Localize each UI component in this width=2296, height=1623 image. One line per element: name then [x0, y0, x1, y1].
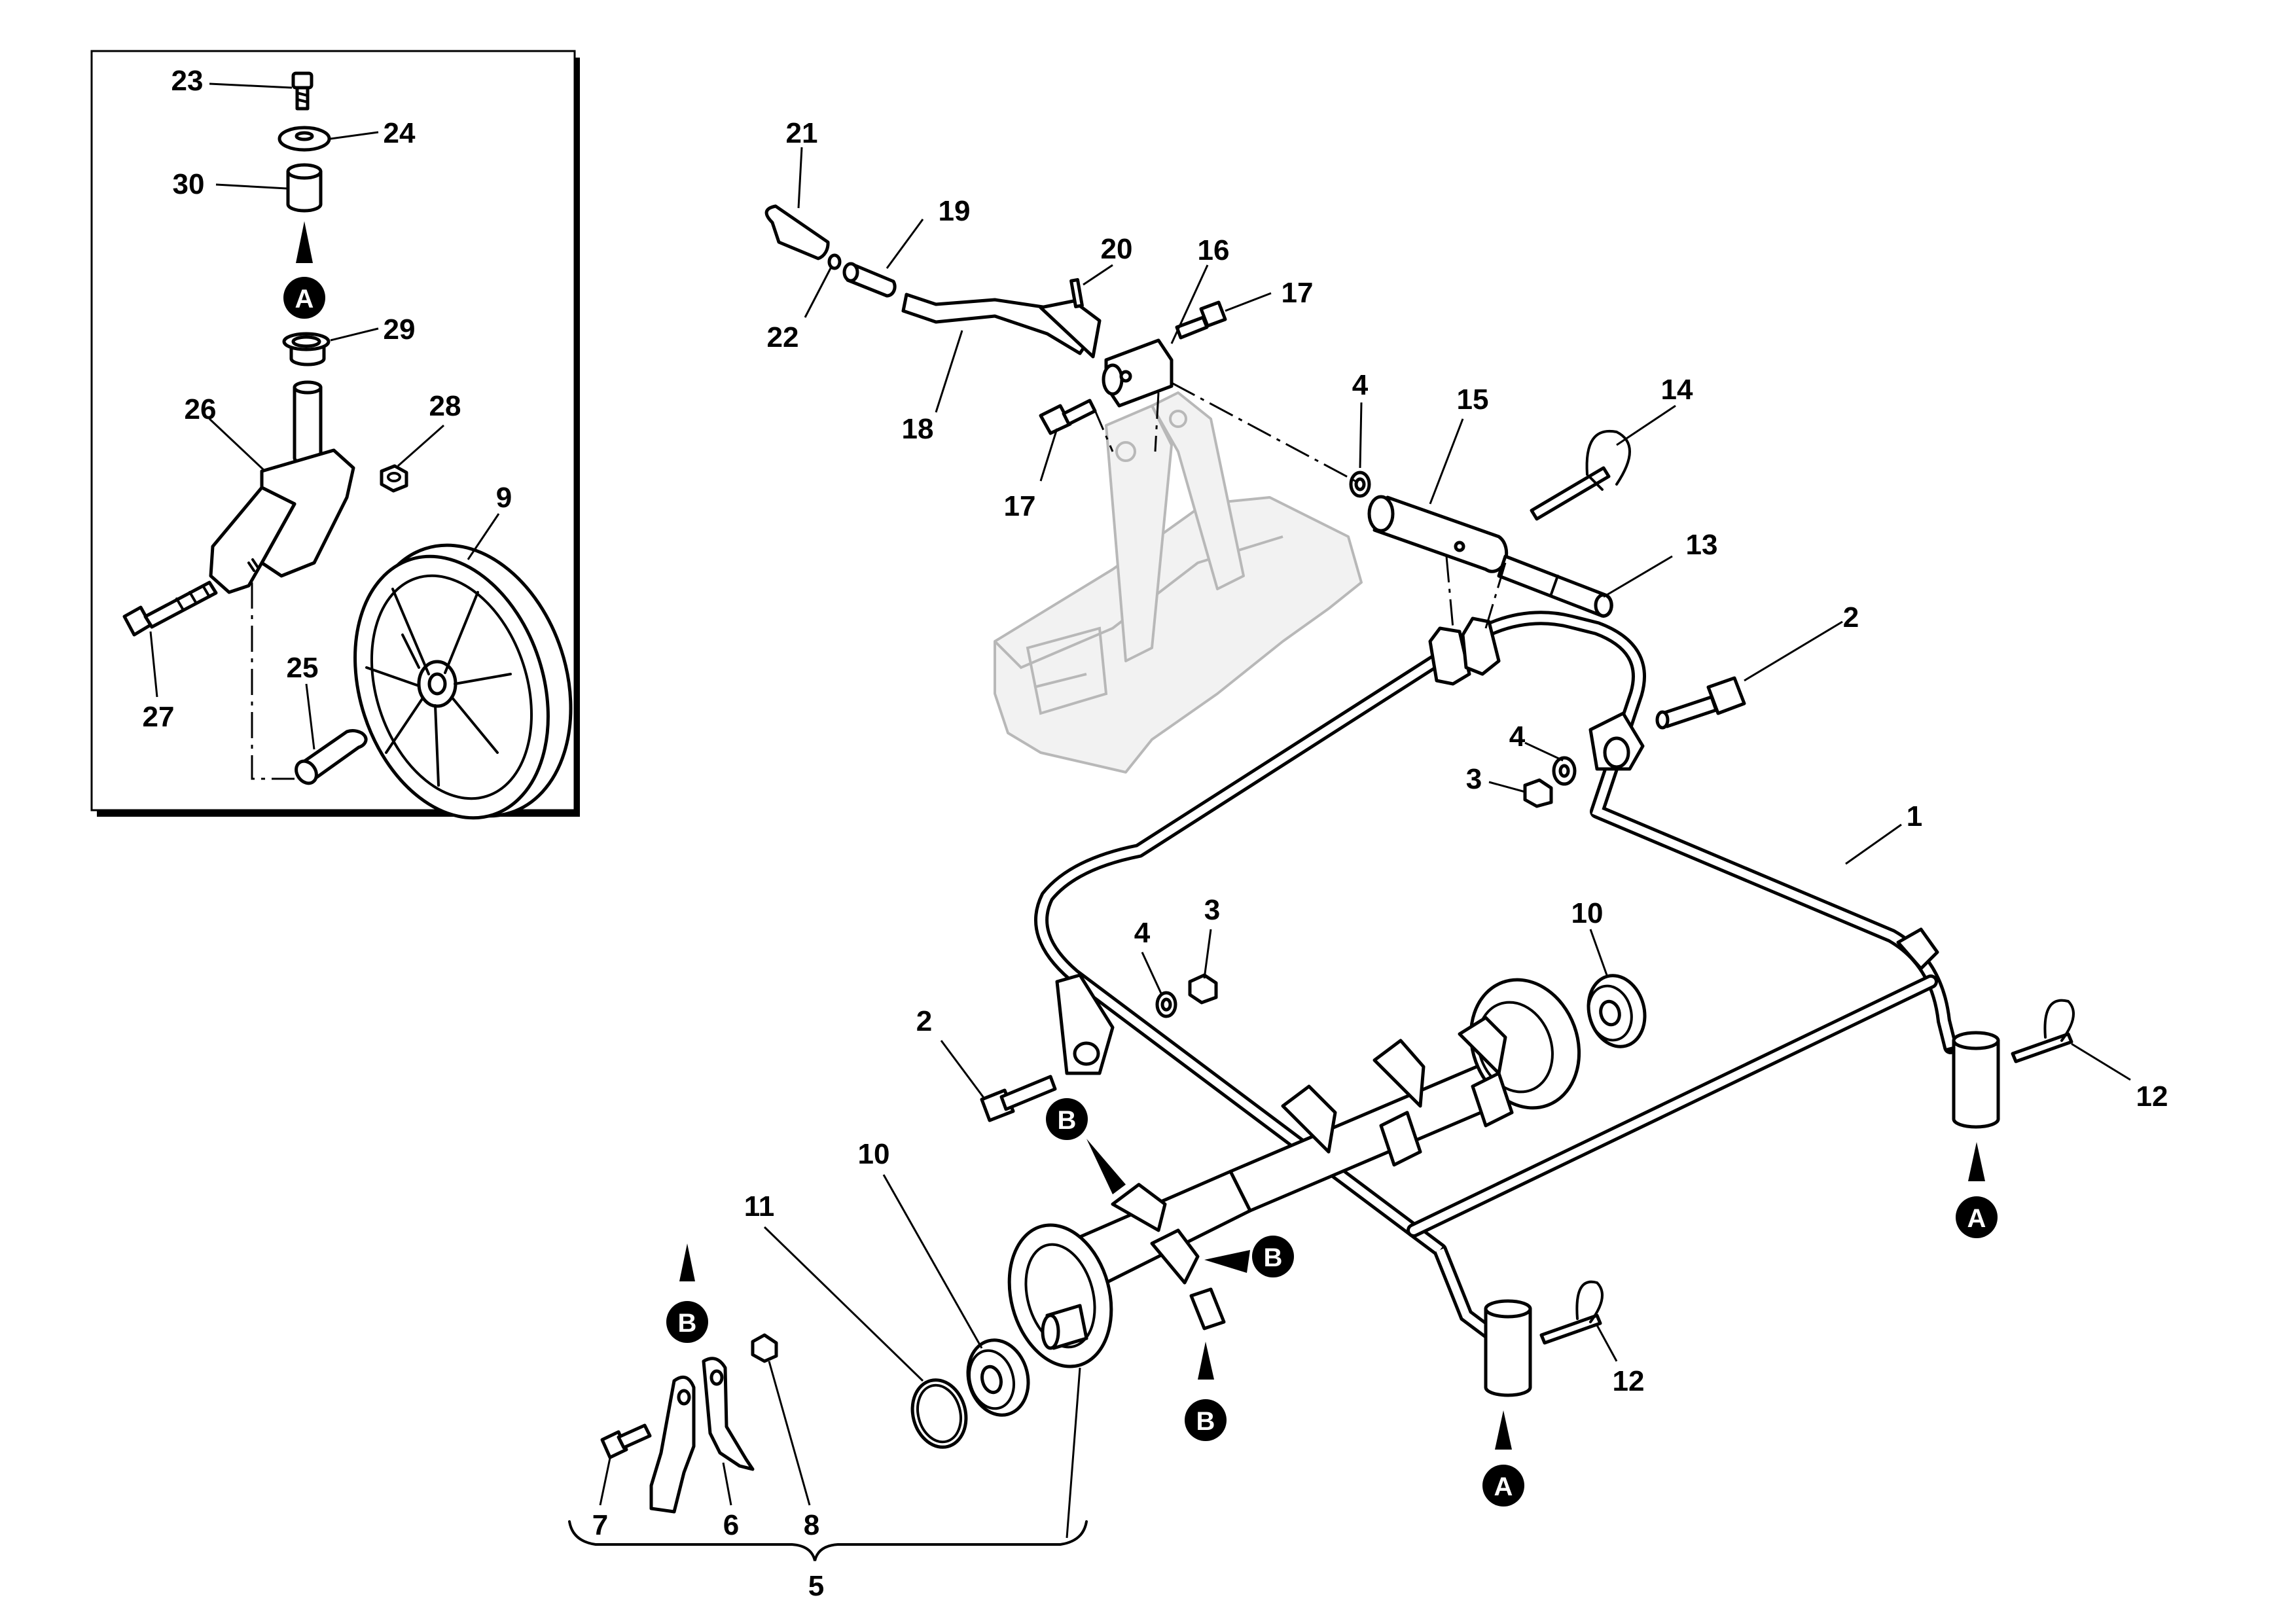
part-17-bolt-lower: [1039, 399, 1097, 435]
callout-17-upper: 17: [1282, 277, 1314, 309]
callout-4-left: 4: [1134, 917, 1151, 949]
callout-2-right: 2: [1843, 601, 1859, 633]
part-6-tine-a: [649, 1375, 696, 1514]
part-11-circlip: [910, 1378, 968, 1449]
part-30-bushing: [286, 163, 323, 213]
part-7-bolt: [600, 1423, 652, 1459]
callout-10-right: 10: [1571, 897, 1604, 929]
callout-14: 14: [1661, 374, 1693, 406]
callout-22: 22: [767, 321, 799, 353]
part-21-knob: [764, 204, 830, 260]
callout-27: 27: [143, 701, 175, 733]
callout-4-right: 4: [1509, 721, 1526, 753]
svg-text:A: A: [1967, 1204, 1986, 1233]
callout-1: 1: [1907, 800, 1922, 832]
part-16-coupler: [1102, 338, 1174, 408]
callout-28: 28: [429, 390, 461, 422]
part-5-axle: [1007, 978, 1581, 1368]
part-9-wheel: [353, 543, 573, 820]
callout-21: 21: [786, 117, 818, 149]
part-6-tine-b: [702, 1357, 755, 1471]
callout-12-right: 12: [2136, 1080, 2168, 1113]
callout-labels: 23 24 30 29 26 28 9 25 27 21 19 22 18 20…: [143, 65, 2168, 1602]
part-10-bearing-left: [966, 1338, 1030, 1417]
group-5-brace: [568, 1520, 1088, 1561]
leader-lines: [149, 82, 2131, 1539]
part-20-roll-pin: [1069, 277, 1084, 309]
callout-7: 7: [592, 1509, 608, 1541]
callout-9: 9: [496, 482, 512, 514]
part-25-axle-pin: [295, 729, 368, 785]
callout-6: 6: [723, 1509, 739, 1541]
callout-4-top: 4: [1352, 369, 1369, 401]
callout-10-left: 10: [858, 1138, 890, 1170]
callout-19: 19: [939, 195, 971, 227]
callout-23: 23: [171, 65, 204, 97]
svg-text:B: B: [1264, 1243, 1283, 1272]
callout-18: 18: [902, 413, 934, 445]
callout-11: 11: [744, 1190, 775, 1222]
callout-3-left: 3: [1204, 894, 1220, 926]
part-1-handle-frame: [1034, 611, 2000, 1397]
part-23-screw: [291, 71, 314, 111]
part-24-washer: [278, 126, 331, 152]
callout-26: 26: [185, 393, 217, 425]
marker-b-middle: B: [1204, 1236, 1294, 1277]
part-10-bearing-right: [1587, 974, 1647, 1048]
callout-8: 8: [804, 1509, 819, 1541]
part-3-nut-left: [1188, 973, 1218, 1005]
svg-text:B: B: [678, 1309, 697, 1338]
callout-13: 13: [1686, 529, 1718, 561]
part-22-o-ring: [827, 253, 842, 270]
callout-16: 16: [1198, 234, 1230, 266]
part-8-nut: [751, 1333, 778, 1363]
marker-b-bottom: B: [1185, 1342, 1227, 1441]
inset-panel: [90, 50, 580, 817]
callout-3-right: 3: [1466, 763, 1482, 795]
svg-text:B: B: [1196, 1407, 1215, 1436]
part-3-nut-right: [1523, 778, 1553, 808]
callout-5: 5: [808, 1570, 824, 1602]
part-19-sleeve: [842, 262, 897, 298]
part-4-washer-left: [1155, 991, 1177, 1018]
marker-a-left: A: [1482, 1410, 1524, 1507]
marker-b-tine: B: [666, 1243, 708, 1343]
callout-20: 20: [1101, 233, 1133, 265]
mower-body-reference: [994, 391, 1363, 774]
part-29-bushing: [282, 332, 331, 366]
callout-29: 29: [384, 313, 416, 346]
callout-15: 15: [1457, 383, 1489, 416]
part-27-bolt: [122, 580, 218, 637]
part-4-washer-right: [1552, 756, 1577, 786]
part-13-pin: [1497, 554, 1613, 618]
marker-a-inset: A: [283, 221, 325, 319]
part-28-nut: [380, 464, 408, 493]
svg-text:A: A: [295, 285, 314, 313]
part-14-clip-pin: [1530, 429, 1631, 521]
part-15-pivot-tube: [1367, 495, 1509, 573]
part-2-bolt-left: [980, 1075, 1057, 1122]
part-18-lever: [901, 293, 1102, 359]
callout-25: 25: [287, 652, 319, 684]
callout-24: 24: [384, 117, 416, 149]
part-2-bolt-right: [1655, 676, 1746, 730]
part-12-clip-right: [2011, 999, 2075, 1063]
callout-2-left: 2: [916, 1005, 932, 1037]
part-17-bolt-upper: [1175, 300, 1227, 340]
part-26-caster-fork: [209, 380, 355, 594]
marker-a-right: A: [1956, 1142, 1998, 1238]
part-4-washer-top: [1349, 471, 1371, 498]
marker-b-top: B: [1046, 1098, 1126, 1194]
svg-text:B: B: [1058, 1106, 1077, 1135]
part-12-clip-left: [1539, 1280, 1604, 1345]
svg-text:A: A: [1494, 1472, 1513, 1501]
callout-30: 30: [173, 168, 205, 200]
callout-17-lower: 17: [1004, 490, 1036, 522]
callout-12-left: 12: [1613, 1365, 1645, 1397]
